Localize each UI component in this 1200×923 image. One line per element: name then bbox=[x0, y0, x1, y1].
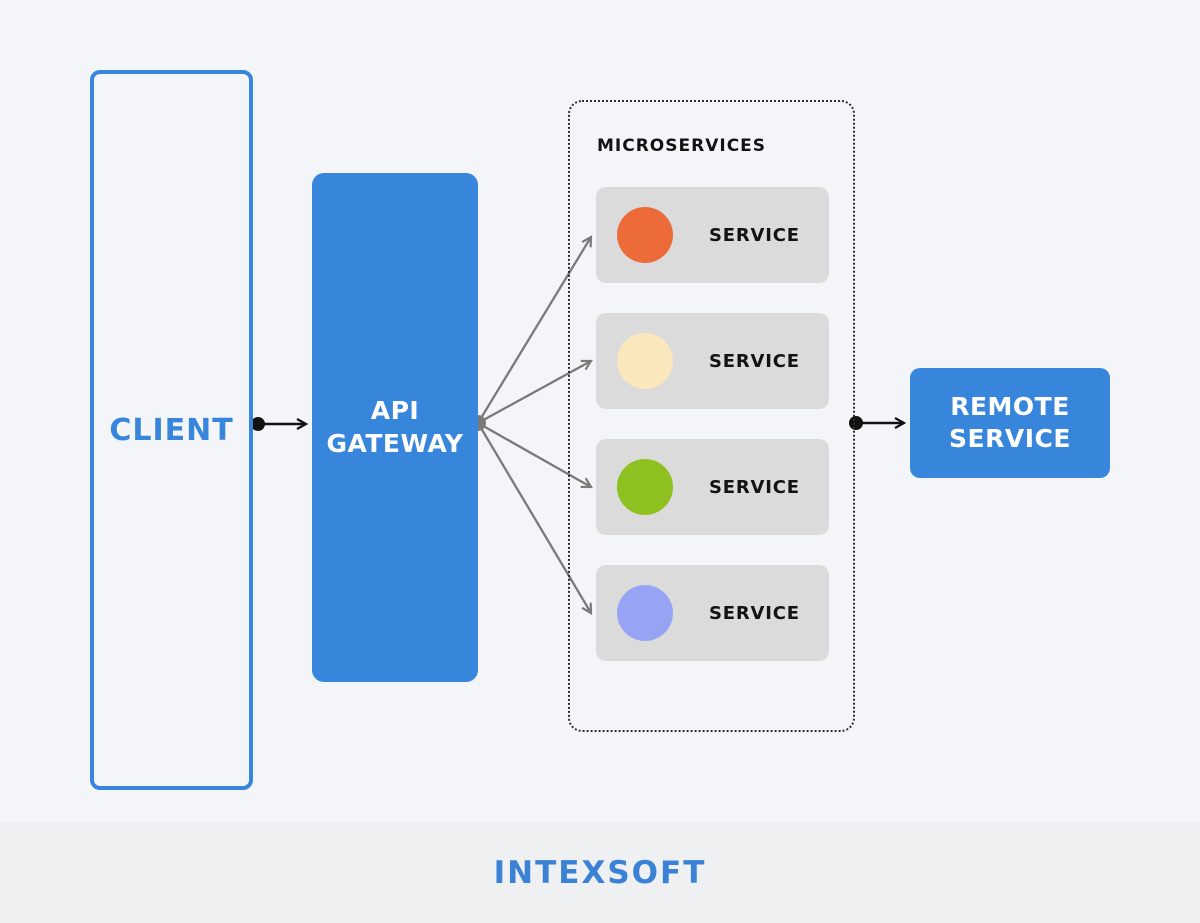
service-2-label: SERVICE bbox=[709, 350, 800, 372]
service-4-periwinkle-circle-icon bbox=[617, 585, 673, 641]
service-node-4: SERVICE bbox=[596, 565, 829, 661]
microservices-group-title: MICROSERVICES bbox=[597, 136, 767, 156]
service-4-label: SERVICE bbox=[709, 602, 800, 624]
service-3-label: SERVICE bbox=[709, 476, 800, 498]
client-node: CLIENT bbox=[90, 70, 253, 790]
service-2-cream-circle-icon bbox=[617, 333, 673, 389]
service-node-2: SERVICE bbox=[596, 313, 829, 409]
client-gateway-connector-dot bbox=[251, 417, 265, 431]
intexsoft-logo: INTEXSOFT bbox=[493, 854, 707, 891]
service-node-3: SERVICE bbox=[596, 439, 829, 535]
service-1-label: SERVICE bbox=[709, 224, 800, 246]
api-gateway-node-label: API GATEWAY bbox=[326, 396, 464, 458]
remote-service-node: REMOTE SERVICE bbox=[910, 368, 1110, 478]
microservices-group: MICROSERVICES bbox=[568, 100, 855, 732]
service-node-1: SERVICE bbox=[596, 187, 829, 283]
api-gateway-node: API GATEWAY bbox=[312, 173, 478, 682]
service-3-green-circle-icon bbox=[617, 459, 673, 515]
client-node-label: CLIENT bbox=[109, 412, 234, 448]
remote-service-node-label: REMOTE SERVICE bbox=[949, 391, 1071, 454]
footer-band: INTEXSOFT bbox=[0, 822, 1200, 923]
service-1-orange-circle-icon bbox=[617, 207, 673, 263]
